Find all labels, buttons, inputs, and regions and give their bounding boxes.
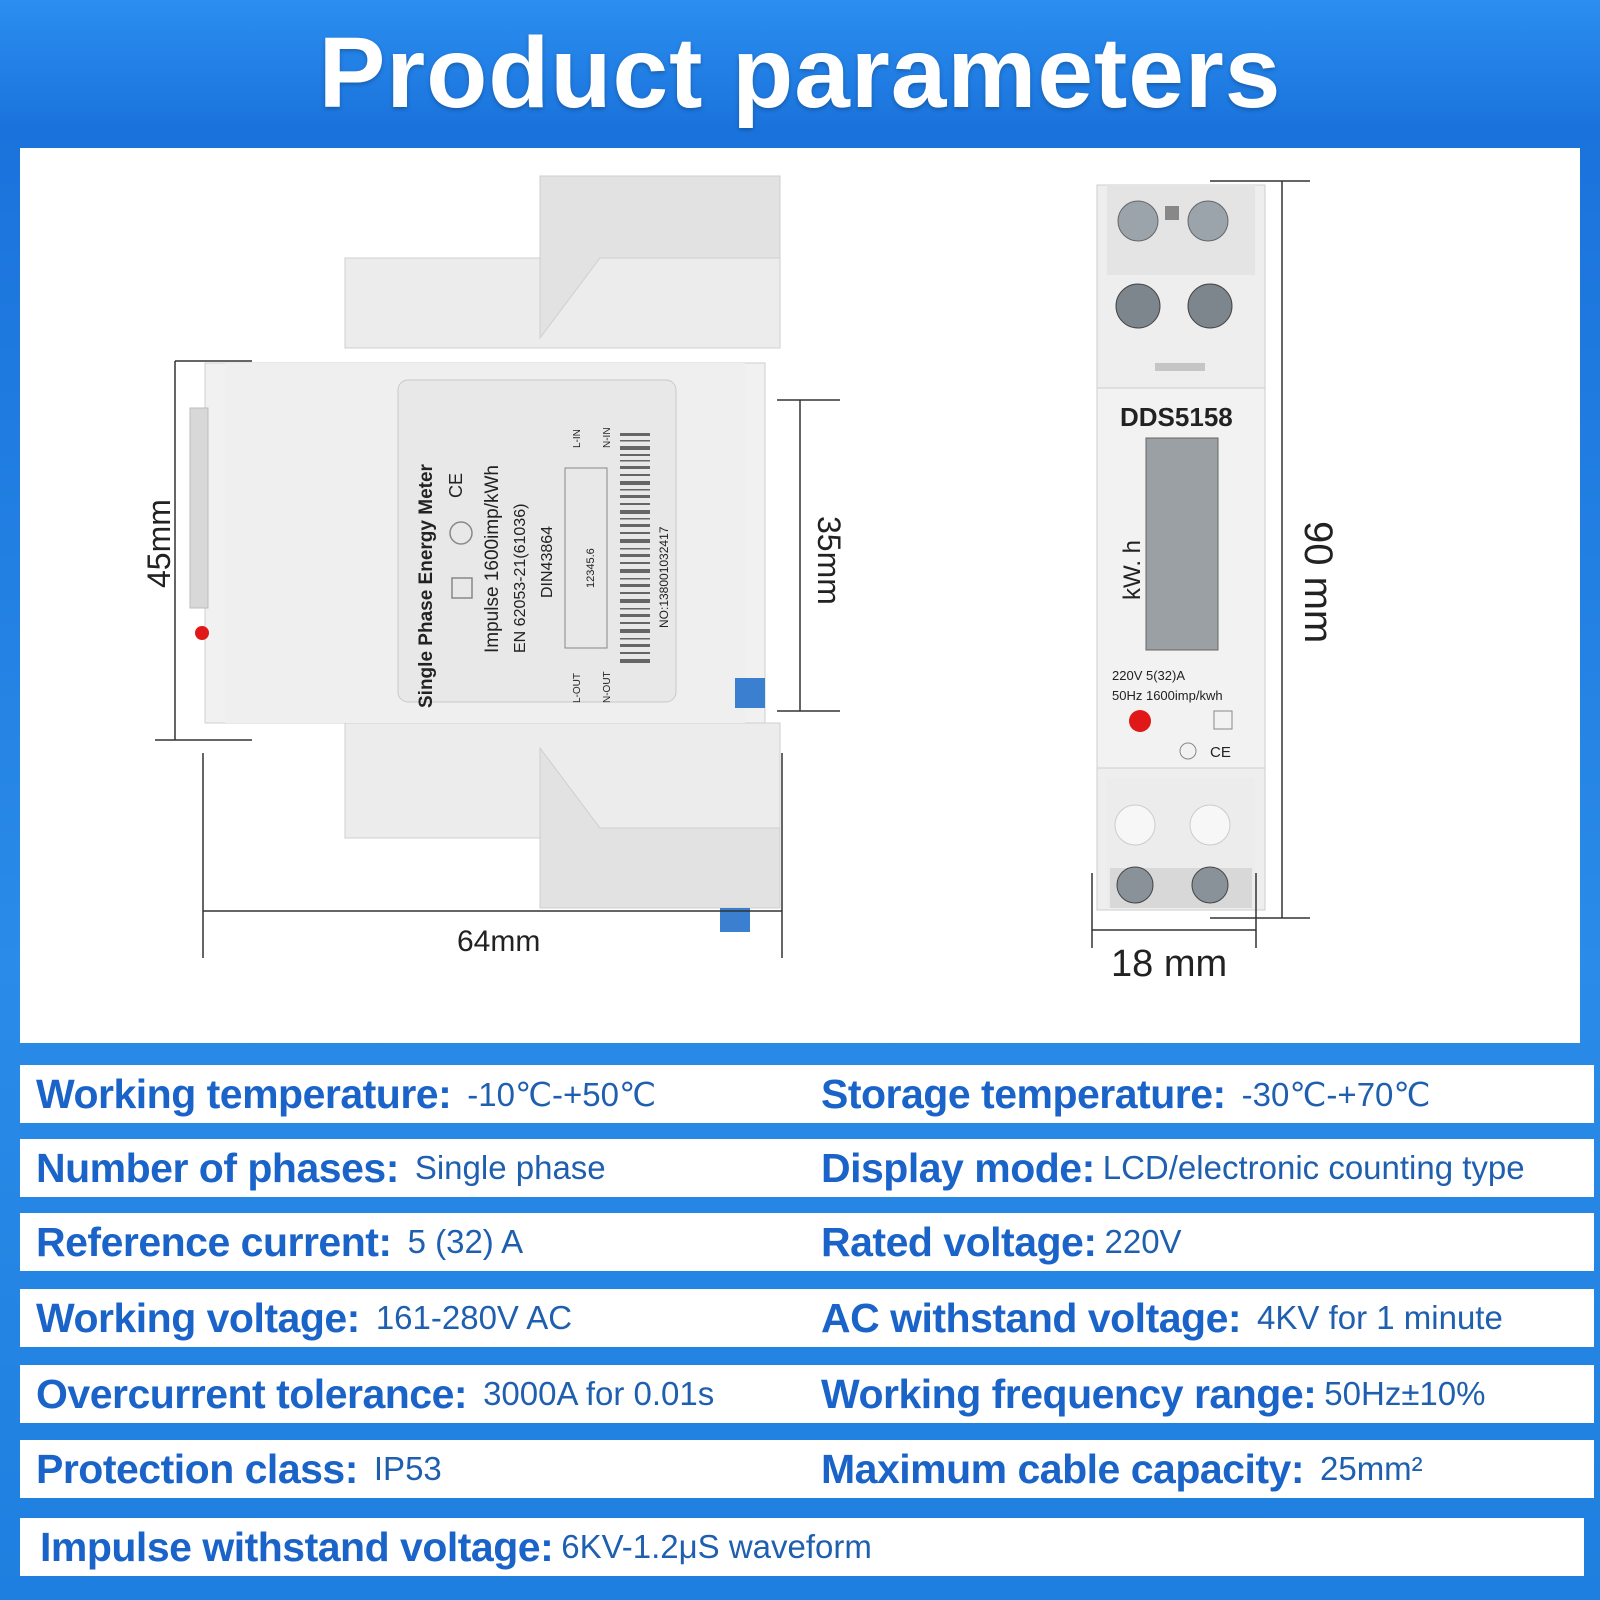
param-row-working-voltage: Working voltage: 161-280V AC <box>20 1289 807 1347</box>
param-row-rated-voltage: Rated voltage: 220V <box>807 1213 1594 1271</box>
param-label: Rated voltage: <box>821 1218 1097 1265</box>
param-row-working-temperature: Working temperature: -10℃-+50℃ <box>20 1065 807 1123</box>
param-value: Single phase <box>414 1149 606 1186</box>
side-ce-mark: CE <box>446 473 466 498</box>
side-standard-text: EN 62053-21(61036) <box>512 504 529 653</box>
side-product-text: Single Phase Energy Meter <box>416 463 437 708</box>
side-class-icon <box>449 521 473 545</box>
side-clip-blue <box>720 908 750 932</box>
param-label: Display mode: <box>821 1144 1095 1191</box>
front-model-text: DDS5158 <box>1120 402 1233 432</box>
side-indicator-led <box>195 626 209 640</box>
side-serial-text: NO:138001032417 <box>657 526 671 628</box>
front-screw-4 <box>1187 283 1233 329</box>
param-value: 161-280V AC <box>375 1299 573 1336</box>
param-value: 220V <box>1104 1223 1182 1260</box>
dim-side-height: 45mm <box>141 499 177 588</box>
param-value: 25mm² <box>1319 1450 1423 1487</box>
param-row-storage-temperature: Storage temperature: -30℃-+70℃ <box>807 1065 1594 1123</box>
param-row-overcurrent-tolerance: Overcurrent tolerance: 3000A for 0.01s <box>20 1365 807 1423</box>
front-unit-text: kW. h <box>1119 540 1146 600</box>
front-screw-3 <box>1115 283 1161 329</box>
front-screw-5 <box>1116 866 1154 904</box>
param-row-display-mode: Display mode: LCD/electronic counting ty… <box>807 1139 1594 1197</box>
param-value: -10℃-+50℃ <box>467 1075 657 1113</box>
front-screw-1 <box>1117 200 1159 242</box>
side-view-meter: Single Phase Energy Meter Impulse 1600im… <box>189 175 781 932</box>
param-row-working-frequency-range: Working frequency range: 50Hz±10% <box>807 1365 1594 1423</box>
param-label: Working temperature: <box>36 1070 452 1117</box>
product-drawing: Single Phase Energy Meter Impulse 1600im… <box>141 175 1340 985</box>
side-impulse-text: Impulse 1600imp/kWh <box>482 465 503 653</box>
dim-width: 18 mm <box>1111 943 1227 985</box>
param-value: 50Hz±10% <box>1324 1375 1486 1412</box>
param-row-maximum-cable-capacity: Maximum cable capacity: 25mm² <box>807 1440 1594 1498</box>
product-photo: Single Phase Energy Meter Impulse 1600im… <box>20 148 1580 1043</box>
side-terminal-l-out: L-OUT <box>572 673 583 703</box>
param-row-protection-class: Protection class: IP53 <box>20 1440 807 1498</box>
param-row-impulse-withstand-voltage: Impulse withstand voltage: 6KV-1.2μS wav… <box>20 1518 1584 1576</box>
param-value: 4KV for 1 minute <box>1257 1299 1503 1336</box>
param-label: Number of phases: <box>36 1144 399 1191</box>
dim-depth: 64mm <box>457 925 540 958</box>
param-label: Maximum cable capacity: <box>821 1445 1304 1492</box>
front-screw-6 <box>1191 866 1229 904</box>
front-screw-2 <box>1187 200 1229 242</box>
param-label: Overcurrent tolerance: <box>36 1370 468 1417</box>
side-din-text: DIN43864 <box>539 526 556 598</box>
front-double-insulation-icon <box>1213 710 1233 730</box>
front-small-square <box>1165 206 1179 220</box>
param-value: 5 (32) A <box>407 1223 524 1260</box>
param-label: Working frequency range: <box>821 1370 1317 1417</box>
side-dimension-lines <box>155 360 840 958</box>
side-terminal-n-in: N-IN <box>602 427 613 448</box>
param-row-number-of-phases: Number of phases: Single phase <box>20 1139 807 1197</box>
front-lcd-display <box>1145 437 1219 651</box>
param-label: Storage temperature: <box>821 1070 1226 1117</box>
param-label: Impulse withstand voltage: <box>40 1523 554 1570</box>
param-label: Working voltage: <box>36 1294 360 1341</box>
side-barcode <box>620 433 650 663</box>
param-label: AC withstand voltage: <box>821 1294 1242 1341</box>
front-dimension-lines <box>1091 180 1310 948</box>
param-label: Protection class: <box>36 1445 358 1492</box>
front-ce-mark: CE <box>1210 744 1231 761</box>
side-double-insulation-icon <box>451 577 473 599</box>
dim-front-height: 90 mm <box>1296 521 1340 643</box>
front-class-icon <box>1179 742 1197 760</box>
side-terminal-l-in: L-IN <box>572 429 583 448</box>
side-terminal-blue <box>735 678 765 708</box>
front-voltage-text: 220V 5(32)A <box>1112 668 1185 683</box>
front-indicator-led <box>1129 710 1151 732</box>
front-frequency-text: 50Hz 1600imp/kwh <box>1112 688 1223 703</box>
param-label: Reference current: <box>36 1218 392 1265</box>
side-wiring-diagram <box>564 467 608 649</box>
param-row-ac-withstand-voltage: AC withstand voltage: 4KV for 1 minute <box>807 1289 1594 1347</box>
param-value: IP53 <box>373 1450 442 1487</box>
side-reading-text: 12345.6 <box>585 548 597 588</box>
param-value: 3000A for 0.01s <box>483 1375 715 1412</box>
dim-din-height: 35mm <box>811 516 847 605</box>
param-value: -30℃-+70℃ <box>1241 1075 1431 1113</box>
front-view-meter: DDS5158 kW. h 220V 5(32)A 50Hz 1600imp/k… <box>1096 184 1266 911</box>
param-value: LCD/electronic counting type <box>1102 1149 1525 1186</box>
param-value: 6KV-1.2μS waveform <box>561 1528 872 1565</box>
page-title: Product parameters <box>318 17 1282 129</box>
param-row-reference-current: Reference current: 5 (32) A <box>20 1213 807 1271</box>
side-terminal-n-out: N-OUT <box>602 671 613 703</box>
